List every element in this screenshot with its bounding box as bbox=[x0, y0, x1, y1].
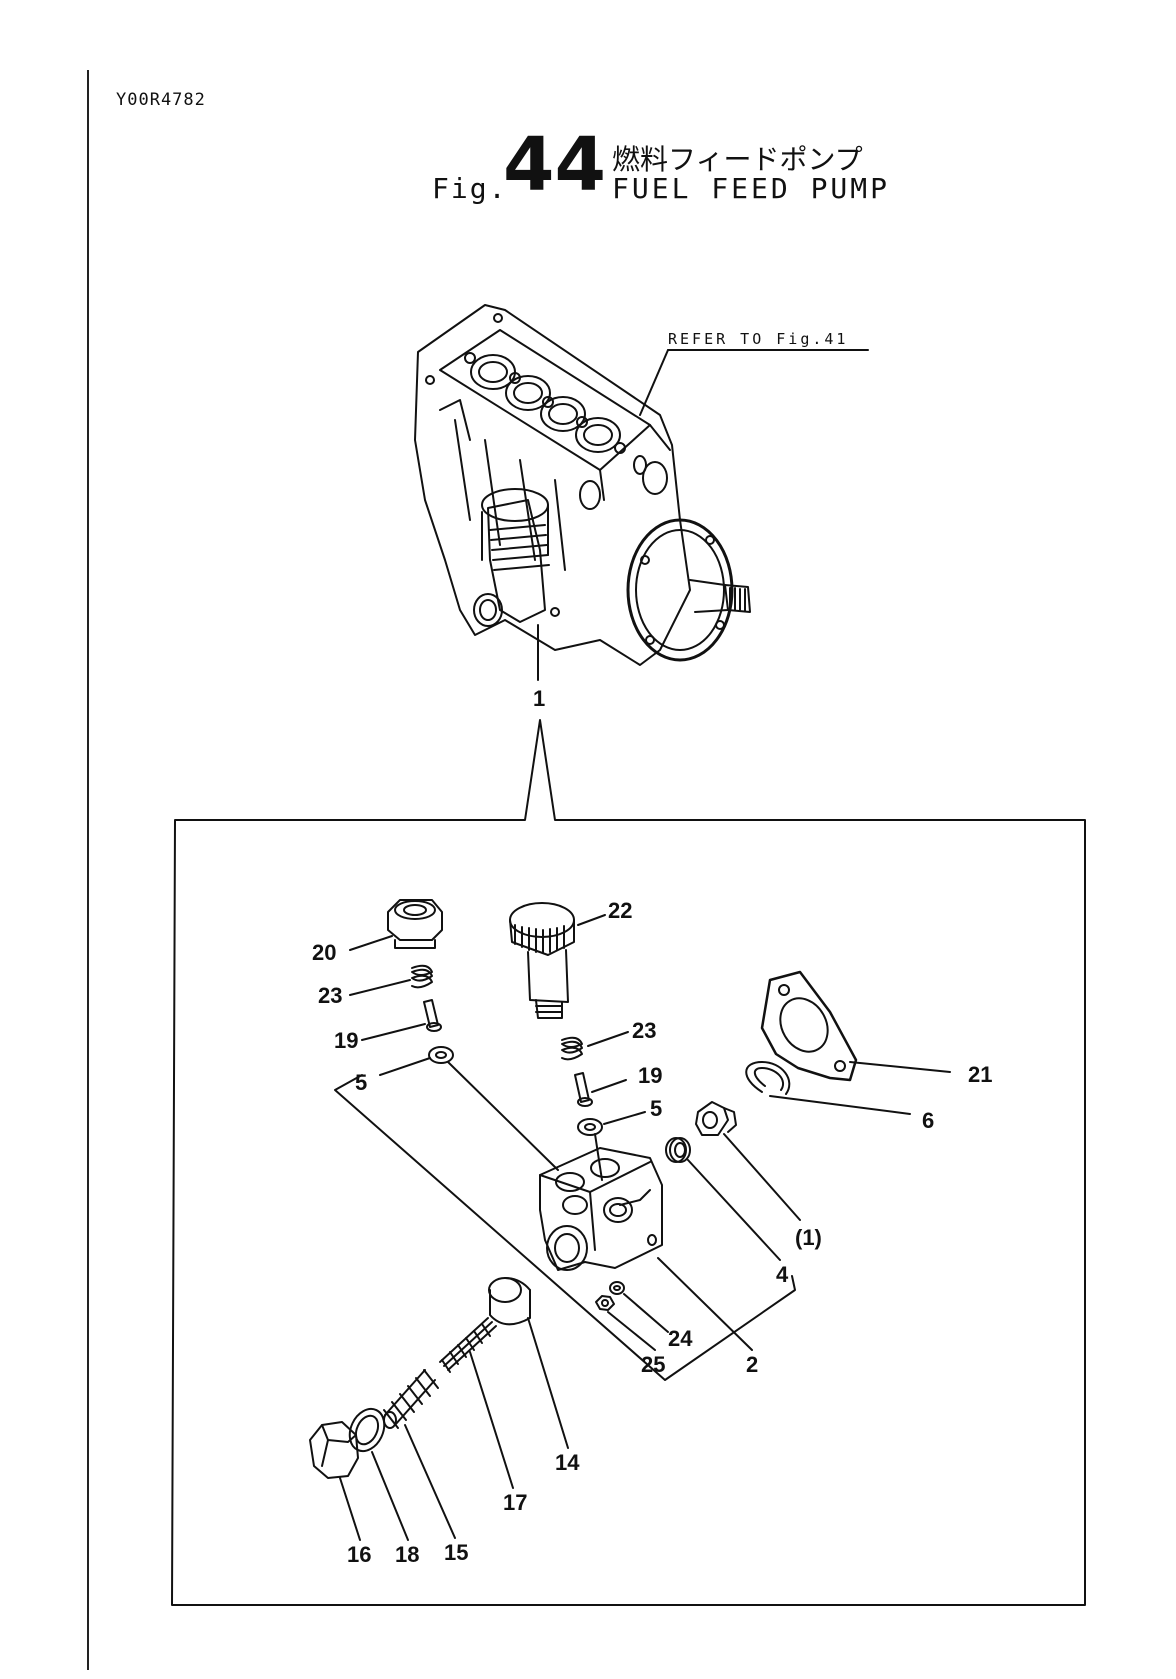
callout-24: 24 bbox=[668, 1326, 693, 1351]
callout-leader-22 bbox=[578, 915, 605, 925]
leader-washer-to-body-right bbox=[595, 1134, 602, 1180]
callout-19-left: 19 bbox=[334, 1028, 358, 1053]
callout-16: 16 bbox=[347, 1542, 371, 1567]
part-23-spring-left bbox=[412, 966, 432, 988]
detail-frame bbox=[172, 720, 1085, 1605]
callout-leader-4 bbox=[688, 1160, 780, 1260]
callout-leader-16 bbox=[340, 1478, 360, 1540]
callout-15: 15 bbox=[444, 1540, 468, 1565]
part-25-nut bbox=[596, 1296, 614, 1310]
callout-14: 14 bbox=[555, 1450, 580, 1475]
part-4-strainer bbox=[666, 1138, 690, 1162]
callout-18: 18 bbox=[395, 1542, 419, 1567]
part-5-gasket-left bbox=[429, 1047, 453, 1063]
part-23-spring-right bbox=[562, 1038, 582, 1060]
callout-25: 25 bbox=[641, 1352, 665, 1377]
part-16-plug bbox=[310, 1422, 358, 1478]
part-2-feed-pump-body bbox=[540, 1148, 662, 1270]
callout-leader-5a bbox=[380, 1058, 430, 1075]
part-5-gasket-right bbox=[578, 1119, 602, 1135]
part-19-pin-right bbox=[575, 1073, 592, 1106]
callout-leader-23b bbox=[588, 1032, 628, 1046]
part-1-connector bbox=[696, 1102, 736, 1135]
callout-5-right: 5 bbox=[650, 1096, 662, 1121]
callout-5-left: 5 bbox=[355, 1070, 367, 1095]
callout-leader-24 bbox=[624, 1294, 668, 1332]
callout-4: 4 bbox=[776, 1262, 789, 1287]
leader-washer-to-body bbox=[448, 1062, 558, 1170]
callout-leader-14 bbox=[528, 1318, 568, 1448]
part-15-spring bbox=[384, 1370, 438, 1428]
part-17-spring bbox=[440, 1318, 496, 1372]
callout-leader-6 bbox=[770, 1096, 910, 1114]
part-21-gasket bbox=[762, 972, 856, 1080]
part-24-washer bbox=[610, 1282, 624, 1294]
callout-leader-17 bbox=[470, 1352, 513, 1488]
callout-leader-15 bbox=[405, 1425, 455, 1538]
part-22-priming-pump bbox=[510, 903, 574, 1018]
part-14-piston bbox=[489, 1278, 530, 1324]
part-19-pin-left bbox=[424, 1000, 441, 1031]
callout-6: 6 bbox=[922, 1108, 934, 1133]
callout-leader-19a bbox=[362, 1024, 425, 1040]
part-6-snap-ring bbox=[746, 1062, 789, 1094]
callout-1-parenthesized: (1) bbox=[795, 1225, 822, 1250]
part-20-plug bbox=[388, 900, 442, 948]
callout-leader-5b bbox=[604, 1112, 645, 1124]
callout-leader-21 bbox=[850, 1062, 950, 1072]
callout-leader-19b bbox=[592, 1080, 626, 1092]
callout-23-right: 23 bbox=[632, 1018, 656, 1043]
callout-leader-23a bbox=[350, 980, 410, 995]
callout-17: 17 bbox=[503, 1490, 527, 1515]
callout-20: 20 bbox=[312, 940, 336, 965]
callout-22: 22 bbox=[608, 898, 632, 923]
callout-leader-1-paren bbox=[724, 1134, 800, 1220]
callout-2: 2 bbox=[746, 1352, 758, 1377]
callout-leader-25 bbox=[608, 1312, 655, 1350]
callout-23-left: 23 bbox=[318, 983, 342, 1008]
callout-leader-18 bbox=[372, 1452, 408, 1540]
callout-19-right: 19 bbox=[638, 1063, 662, 1088]
sub-assembly-bracket bbox=[335, 1075, 795, 1380]
callout-leader-20 bbox=[350, 936, 392, 950]
callout-21: 21 bbox=[968, 1062, 992, 1087]
callout-1: 1 bbox=[533, 686, 545, 711]
injection-pump-assembly bbox=[415, 305, 750, 665]
